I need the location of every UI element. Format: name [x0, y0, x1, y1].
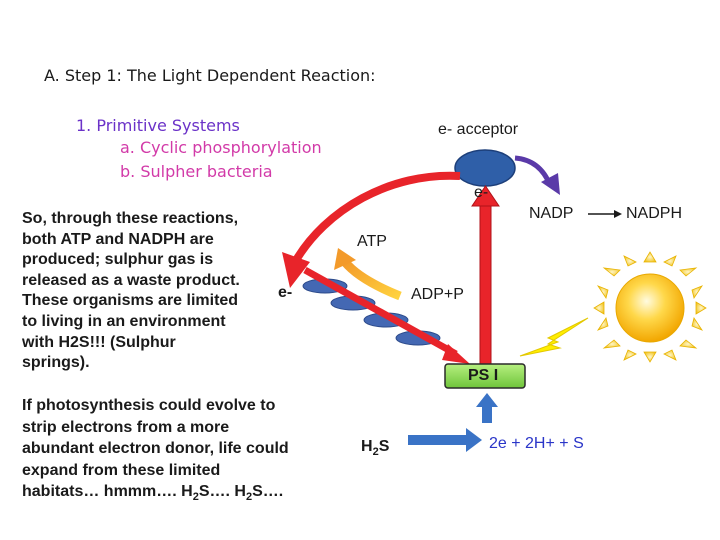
- electron-acceptor-node: [454, 149, 516, 187]
- para-line: These organisms are limited: [22, 292, 239, 310]
- arrowhead: [334, 248, 356, 270]
- outline-item-cyclic: a. Cyclic phosphorylation: [120, 138, 322, 157]
- ps1-to-acceptor-arrow: [479, 203, 492, 367]
- outline-item-primitive-systems: 1. Primitive Systems: [76, 116, 240, 135]
- nadp-label: NADP: [529, 205, 574, 222]
- arrowhead: [466, 428, 482, 452]
- outline-item-sulpher-bacteria: b. Sulpher bacteria: [120, 162, 273, 181]
- para-line: If photosynthesis could evolve to: [22, 397, 276, 414]
- section-heading: A. Step 1: The Light Dependent Reaction:: [44, 66, 376, 85]
- para-line: to living in an environment: [22, 312, 226, 330]
- arrowhead: [614, 210, 622, 218]
- atp-synthesis-arrow: [341, 258, 402, 301]
- para-line: expand from these limited: [22, 461, 221, 479]
- nadph-label: NADPH: [626, 205, 683, 222]
- donor-to-ps1-arrow: [482, 405, 492, 423]
- para-line: springs).: [22, 354, 90, 372]
- para-line: both ATP and NADPH are: [22, 230, 214, 248]
- para-line: abundant electron donor, life could: [22, 440, 289, 457]
- ps1-label: PS I: [468, 367, 499, 384]
- adp-label: ADP+P: [411, 286, 464, 303]
- arrowhead: [541, 173, 560, 195]
- sun-icon: [593, 251, 707, 363]
- para-line: strip electrons from a more: [22, 418, 230, 436]
- evolution-paragraph: If photosynthesis could evolve to strip …: [22, 395, 289, 509]
- electron-acceptor-label: e- acceptor: [438, 121, 519, 138]
- lightning-icon: [519, 317, 589, 357]
- products-label: 2e + 2H+ + S: [489, 435, 584, 452]
- h2s-label: H2S: [361, 438, 390, 459]
- explanation-paragraph: So, through these reactions, both ATP an…: [22, 209, 240, 374]
- para-line: produced; sulphur gas is: [22, 251, 214, 269]
- electron-label-left: e-: [278, 284, 293, 301]
- arrowhead: [476, 393, 498, 407]
- chain-to-ps1-arrow: [303, 266, 458, 358]
- photosystem-one: [444, 363, 526, 389]
- cyclic-return-arrow: [291, 171, 461, 265]
- arrowhead: [471, 185, 500, 207]
- arrowhead: [282, 252, 310, 288]
- para-line: So, through these reactions,: [22, 210, 239, 227]
- para-line: habitats… hmmm…. H2S…. H2S….: [22, 483, 284, 504]
- para-line: with H2S!!! (Sulphur: [22, 333, 176, 351]
- h2s-to-products-arrow: [408, 435, 468, 445]
- arrowhead: [442, 344, 470, 364]
- electron-label-top: e-: [474, 184, 489, 201]
- atp-label: ATP: [357, 233, 387, 250]
- para-line: released as a waste product.: [22, 271, 240, 289]
